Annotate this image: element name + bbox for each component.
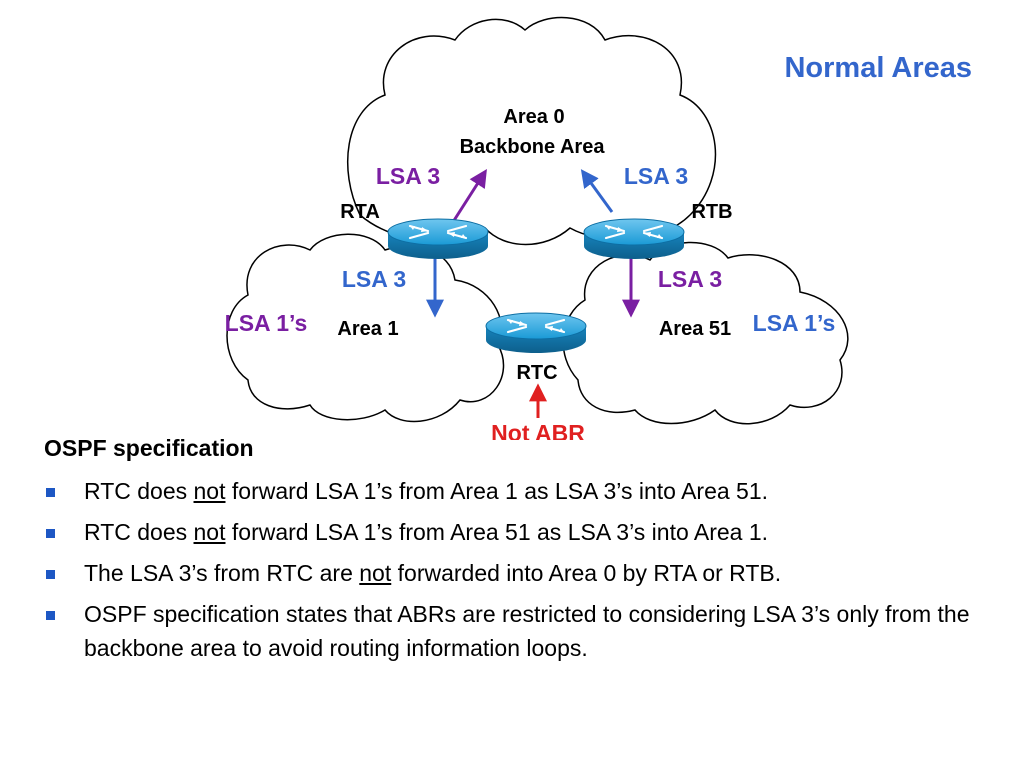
bullet-text: OSPF specification states that ABRs are … xyxy=(84,601,970,661)
lsa3-label-rtb-up: LSA 3 xyxy=(624,163,688,189)
area0-cloud xyxy=(346,16,717,246)
bullet-text: forward LSA 1’s from Area 1 as LSA 3’s i… xyxy=(225,478,769,504)
bullet-item: RTC does not forward LSA 1’s from Area 5… xyxy=(44,515,984,549)
bullet-item: RTC does not forward LSA 1’s from Area 1… xyxy=(44,474,984,508)
not-abr-label: Not ABR xyxy=(491,420,585,440)
bullet-text: The LSA 3’s from RTC are xyxy=(84,560,360,586)
router-label-rtc: RTC xyxy=(516,362,557,384)
bullet-square-icon xyxy=(46,529,55,538)
router-icon-rta xyxy=(386,217,490,261)
bullet-square-icon xyxy=(46,570,55,579)
bullet-text: forward LSA 1’s from Area 51 as LSA 3’s … xyxy=(225,519,769,545)
area51-cloud xyxy=(562,241,849,425)
area1-label: Area 1 xyxy=(337,318,398,340)
router-label-rtb: RTB xyxy=(691,201,732,223)
lsa1-label-area1: LSA 1’s xyxy=(225,310,308,336)
ospf-area-diagram: Area 0 Backbone Area LSA 3 LSA 3 RTA RTB… xyxy=(225,16,849,440)
bullet-list: RTC does not forward LSA 1’s from Area 1… xyxy=(44,474,984,665)
router-icon-rtb xyxy=(582,217,686,261)
bullet-square-icon xyxy=(46,488,55,497)
bullet-emphasis: not xyxy=(359,560,392,586)
bullet-emphasis: not xyxy=(193,519,226,545)
lsa3-arrow-rtb-up xyxy=(580,169,614,213)
bullet-item: OSPF specification states that ABRs are … xyxy=(44,597,984,665)
bullet-text: forwarded into Area 0 by RTA or RTB. xyxy=(391,560,782,586)
bullet-item: The LSA 3’s from RTC are not forwarded i… xyxy=(44,556,984,590)
section-heading: OSPF specification xyxy=(44,435,254,461)
content-section: OSPF specification RTC does not forward … xyxy=(44,432,984,672)
bullet-emphasis: not xyxy=(193,478,226,504)
lsa3-label-rta-up: LSA 3 xyxy=(376,163,440,189)
lsa3-label-rta-down: LSA 3 xyxy=(342,266,406,292)
area51-label: Area 51 xyxy=(659,318,731,340)
bullet-text: RTC does xyxy=(84,478,194,504)
area0-label-line1: Area 0 xyxy=(503,106,564,128)
lsa1-label-area51: LSA 1’s xyxy=(753,310,836,336)
bullet-text: RTC does xyxy=(84,519,194,545)
area0-label-line2: Backbone Area xyxy=(460,136,606,158)
slide-title: Normal Areas xyxy=(784,52,972,84)
bullet-square-icon xyxy=(46,611,55,620)
router-label-rta: RTA xyxy=(340,201,380,223)
lsa3-label-rtb-down: LSA 3 xyxy=(658,266,722,292)
lsa3-arrow-rta-up xyxy=(451,168,487,223)
router-icon-rtc xyxy=(484,311,588,355)
